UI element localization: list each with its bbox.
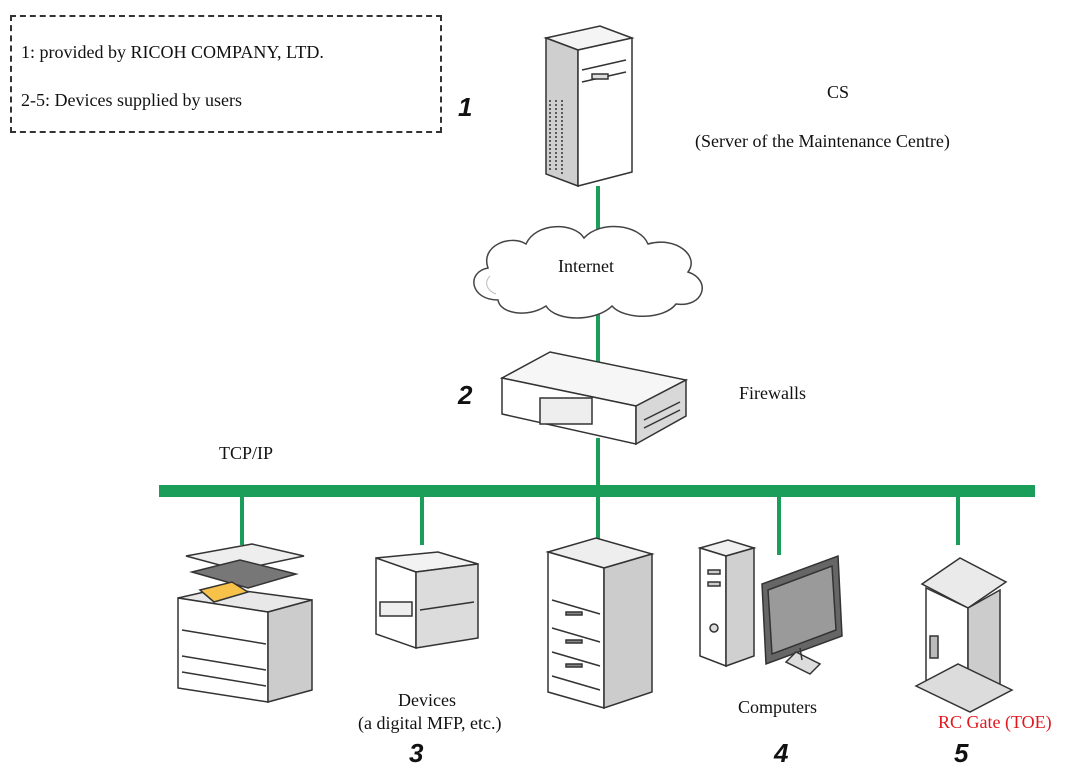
printer-icon (375, 551, 479, 650)
devices-sublabel: (a digital MFP, etc.) (358, 713, 502, 733)
cs-sublabel: (Server of the Maintenance Centre) (695, 131, 950, 151)
legend-line-1: 1: provided by RICOH COMPANY, LTD. (21, 42, 324, 62)
devices-label: Devices (398, 690, 456, 710)
computers-label: Computers (738, 697, 817, 717)
legend-box (10, 15, 442, 133)
rcgate-label: RC Gate (TOE) (938, 712, 1052, 732)
cloud-icon (473, 225, 703, 319)
firewall-icon (499, 351, 689, 446)
firewall-label: Firewalls (739, 383, 806, 403)
tcpip-bus (159, 485, 1035, 497)
computers-number: 4 (774, 738, 789, 768)
large-mfp-icon (177, 543, 313, 703)
computer-icon (697, 539, 843, 675)
internet-label: Internet (558, 256, 614, 276)
legend-line-2: 2-5: Devices supplied by users (21, 90, 242, 110)
cs-label: CS (827, 82, 850, 102)
rc-gate-icon (914, 557, 1014, 713)
cs-number: 1 (458, 92, 473, 122)
firewall-number: 2 (458, 380, 473, 410)
rcgate-number: 5 (954, 738, 969, 768)
tall-mfp-icon (545, 537, 655, 710)
tcpip-label: TCP/IP (219, 443, 274, 463)
server-tower-icon (543, 25, 635, 188)
devices-number: 3 (409, 738, 424, 768)
